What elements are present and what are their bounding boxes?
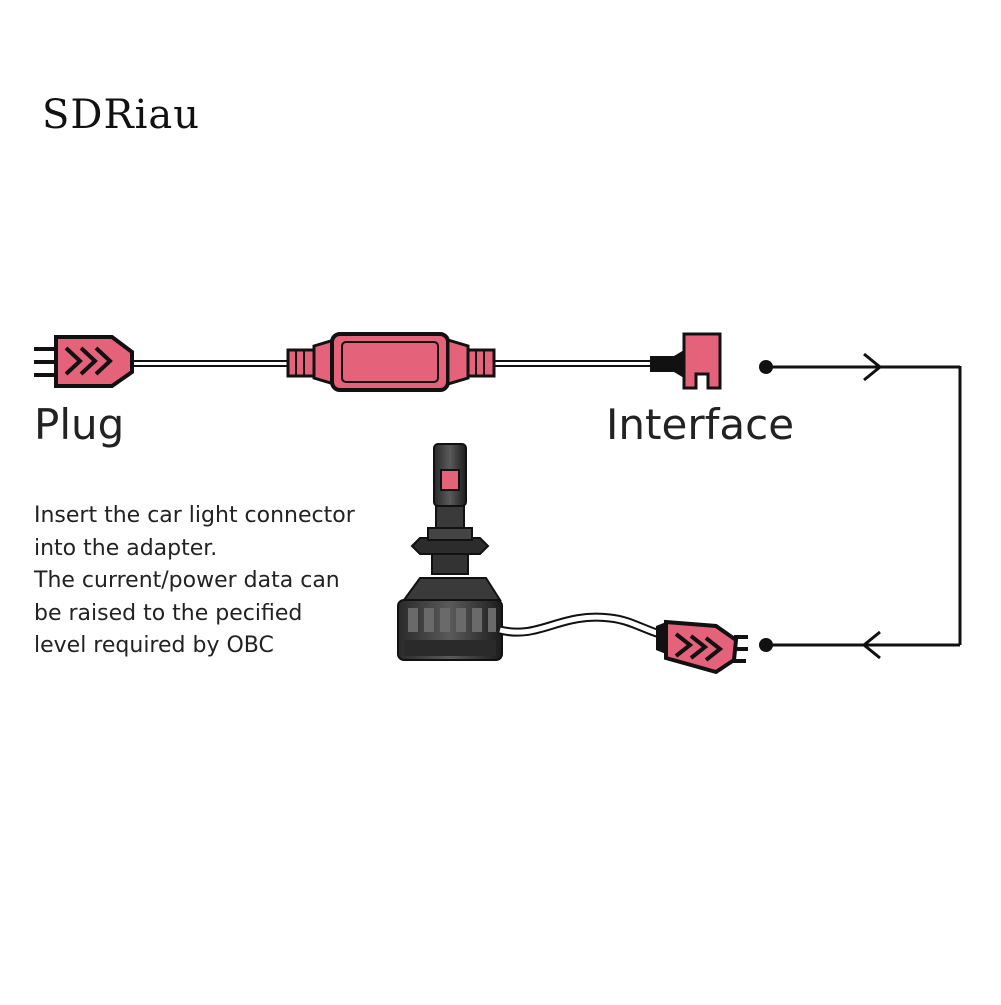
- decoder-box-icon: [286, 332, 496, 392]
- led-bulb-icon: [397, 443, 748, 675]
- connection-line: [759, 352, 962, 660]
- interface-socket-icon: [650, 332, 722, 390]
- plug-label: Plug: [34, 400, 125, 449]
- description-line: The current/power data can: [34, 568, 340, 593]
- interface-label: Interface: [606, 400, 795, 449]
- description-line: level required by OBC: [34, 633, 274, 658]
- description-line: into the adapter.: [34, 535, 218, 561]
- description-line: be raised to the pecified: [34, 600, 303, 626]
- brand-logo: SDRiau: [42, 92, 200, 138]
- arrow-icon: [863, 352, 883, 382]
- arrow-icon: [861, 630, 881, 660]
- plug-connector-icon: [34, 335, 134, 388]
- adapter-cable-assembly: [34, 332, 722, 392]
- description-line: Insert the car light connector: [34, 503, 355, 528]
- description-text: Insert the car light connector into the …: [34, 500, 355, 663]
